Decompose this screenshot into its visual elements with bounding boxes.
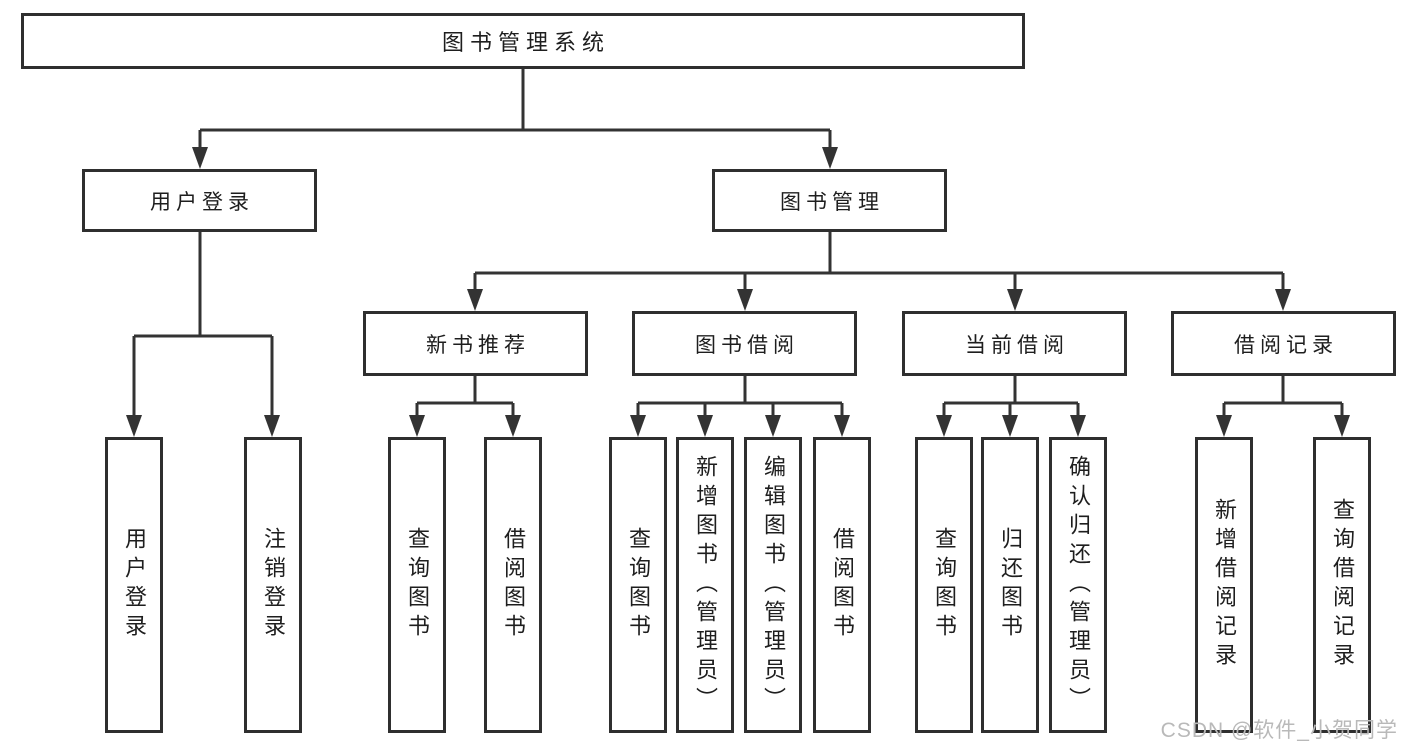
leaf-add-books-admin: 新增图书（管理员） <box>676 437 734 733</box>
node-borrowing-records: 借阅记录 <box>1171 311 1396 376</box>
leaf-query-books-current: 查询图书 <box>915 437 973 733</box>
leaf-logout: 注销登录 <box>244 437 302 733</box>
node-new-book-recommend: 新书推荐 <box>363 311 588 376</box>
leaf-logout-label: 注销登录 <box>261 527 286 643</box>
leaf-add-books-admin-label: 新增图书（管理员） <box>693 454 718 716</box>
leaf-borrow-books-recommend-label: 借阅图书 <box>501 527 526 643</box>
leaf-confirm-return-admin-label: 确认归还（管理员） <box>1066 454 1091 716</box>
leaf-return-books: 归还图书 <box>981 437 1039 733</box>
arrowheads <box>126 147 1350 437</box>
leaf-add-borrow-record-label: 新增借阅记录 <box>1212 498 1237 672</box>
leaf-edit-books-admin-label: 编辑图书（管理员） <box>761 454 786 716</box>
leaf-query-borrow-record-label: 查询借阅记录 <box>1330 498 1355 672</box>
leaf-add-borrow-record: 新增借阅记录 <box>1195 437 1253 733</box>
node-book-borrowing: 图书借阅 <box>632 311 857 376</box>
leaf-borrow-books-label: 借阅图书 <box>830 527 855 643</box>
leaf-query-books-current-label: 查询图书 <box>932 527 957 643</box>
leaf-borrow-books: 借阅图书 <box>813 437 871 733</box>
leaf-user-login: 用户登录 <box>105 437 163 733</box>
csdn-watermark: CSDN @软件_小贺同学 <box>1160 719 1398 742</box>
node-library-management-system: 图书管理系统 <box>21 13 1025 69</box>
leaf-borrow-books-recommend: 借阅图书 <box>484 437 542 733</box>
leaf-query-books-borrowing: 查询图书 <box>609 437 667 733</box>
leaf-user-login-label: 用户登录 <box>122 527 147 643</box>
node-user-login: 用户登录 <box>82 169 317 232</box>
node-book-management: 图书管理 <box>712 169 947 232</box>
leaf-confirm-return-admin: 确认归还（管理员） <box>1049 437 1107 733</box>
leaf-query-books-recommend: 查询图书 <box>388 437 446 733</box>
leaf-return-books-label: 归还图书 <box>998 527 1023 643</box>
leaf-query-borrow-record: 查询借阅记录 <box>1313 437 1371 733</box>
node-current-borrowing: 当前借阅 <box>902 311 1127 376</box>
leaf-edit-books-admin: 编辑图书（管理员） <box>744 437 802 733</box>
leaf-query-books-borrowing-label: 查询图书 <box>626 527 651 643</box>
leaf-query-books-recommend-label: 查询图书 <box>405 527 430 643</box>
